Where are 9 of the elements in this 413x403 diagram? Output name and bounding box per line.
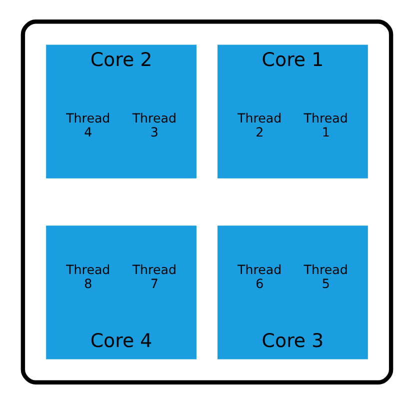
- node-text: Thread 6: [237, 262, 282, 290]
- cluster: [20, 19, 393, 384]
- node-text: Thread 3: [132, 110, 176, 139]
- node-text: Thread 5: [303, 262, 348, 290]
- node-text: Thread 8: [66, 262, 110, 290]
- node-text: Thread 7: [132, 262, 176, 290]
- node-text: Thread 1: [303, 110, 348, 139]
- node-text: Thread 4: [66, 110, 110, 139]
- node-text: Thread 2: [237, 110, 282, 139]
